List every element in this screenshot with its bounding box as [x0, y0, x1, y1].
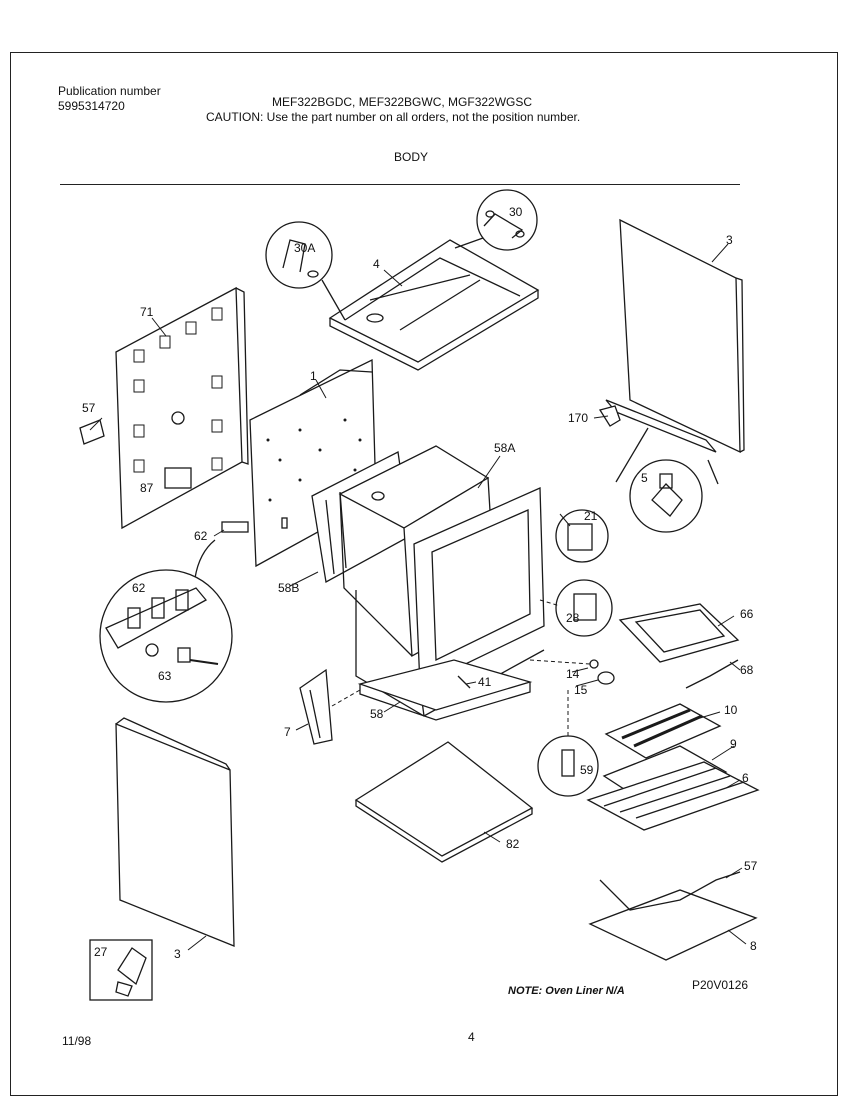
hinge-170 — [598, 405, 621, 427]
callout-30a: 30A — [294, 241, 315, 255]
callout-7: 7 — [284, 725, 291, 739]
clip-41 — [457, 675, 471, 689]
bake-element — [588, 871, 758, 961]
callout-57-bottom: 57 — [744, 859, 758, 873]
callout-30: 30 — [509, 205, 523, 219]
callout-87: 87 — [140, 481, 154, 495]
callout-leaders — [89, 243, 747, 951]
callout-4: 4 — [373, 257, 380, 271]
vent-strip — [299, 668, 333, 745]
terminal-detail — [99, 569, 233, 703]
clip-27-detail — [89, 939, 153, 1001]
callout-27: 27 — [94, 945, 108, 959]
callout-58b: 58B — [278, 581, 299, 595]
light-59-detail — [537, 735, 599, 797]
rear-panel — [115, 286, 249, 530]
callout-57-left: 57 — [82, 401, 96, 415]
callout-6: 6 — [742, 771, 749, 785]
callout-3-top: 3 — [726, 233, 733, 247]
callout-58: 58 — [370, 707, 384, 721]
model-numbers: MEF322BGDC, MEF322BGWC, MGF322WGSC — [272, 95, 533, 109]
element-terminal — [589, 659, 615, 685]
bracket-30a-detail — [265, 221, 346, 321]
callout-14: 14 — [566, 667, 580, 681]
oven-liner-note: NOTE: Oven Liner N/A — [508, 985, 625, 997]
assembly-guide-lines — [331, 599, 591, 736]
callout-1: 1 — [310, 369, 317, 383]
leveler-detail — [615, 427, 719, 533]
broil-pan-insert — [604, 703, 722, 759]
floor-panel — [354, 741, 534, 863]
bracket-30-detail — [454, 189, 538, 251]
callout-8: 8 — [750, 939, 757, 953]
callout-170: 170 — [568, 411, 588, 425]
callout-62-detail: 62 — [132, 581, 146, 595]
callout-10: 10 — [724, 703, 738, 717]
top-panel — [328, 239, 540, 371]
revision-date: 11/98 — [62, 1034, 92, 1048]
terminal-block — [221, 521, 249, 533]
page-number: 4 — [468, 1030, 475, 1044]
right-side-panel — [605, 218, 745, 454]
figure-code: P20V0126 — [692, 978, 749, 992]
callout-5: 5 — [641, 471, 648, 485]
callout-9: 9 — [730, 737, 737, 751]
callout-63: 63 — [158, 669, 172, 683]
callout-82: 82 — [506, 837, 520, 851]
oven-bottom-58 — [357, 659, 533, 721]
page-frame — [10, 52, 838, 1096]
sensor-28-detail — [555, 579, 613, 637]
latch-21-detail — [555, 509, 609, 563]
callout-21: 21 — [584, 509, 598, 523]
broil-element — [618, 603, 740, 689]
bracket-57 — [79, 419, 105, 445]
callout-66: 66 — [740, 607, 754, 621]
publication-number: 5995314720 — [58, 99, 125, 113]
callout-62-arrow: 62 — [194, 529, 208, 543]
terminal-arrow — [194, 539, 216, 579]
left-side-panel — [115, 717, 235, 947]
header-divider — [60, 184, 740, 185]
callout-68: 68 — [740, 663, 754, 677]
callout-28: 28 — [566, 611, 580, 625]
callout-15: 15 — [574, 683, 588, 697]
callout-58a: 58A — [494, 441, 515, 455]
callout-3-bottom: 3 — [174, 947, 181, 961]
callout-41: 41 — [478, 675, 492, 689]
section-title: BODY — [394, 150, 429, 164]
caution-text: CAUTION: Use the part number on all orde… — [206, 110, 581, 124]
publication-label: Publication number — [58, 84, 161, 98]
callout-59: 59 — [580, 763, 594, 777]
callout-71: 71 — [140, 305, 154, 319]
